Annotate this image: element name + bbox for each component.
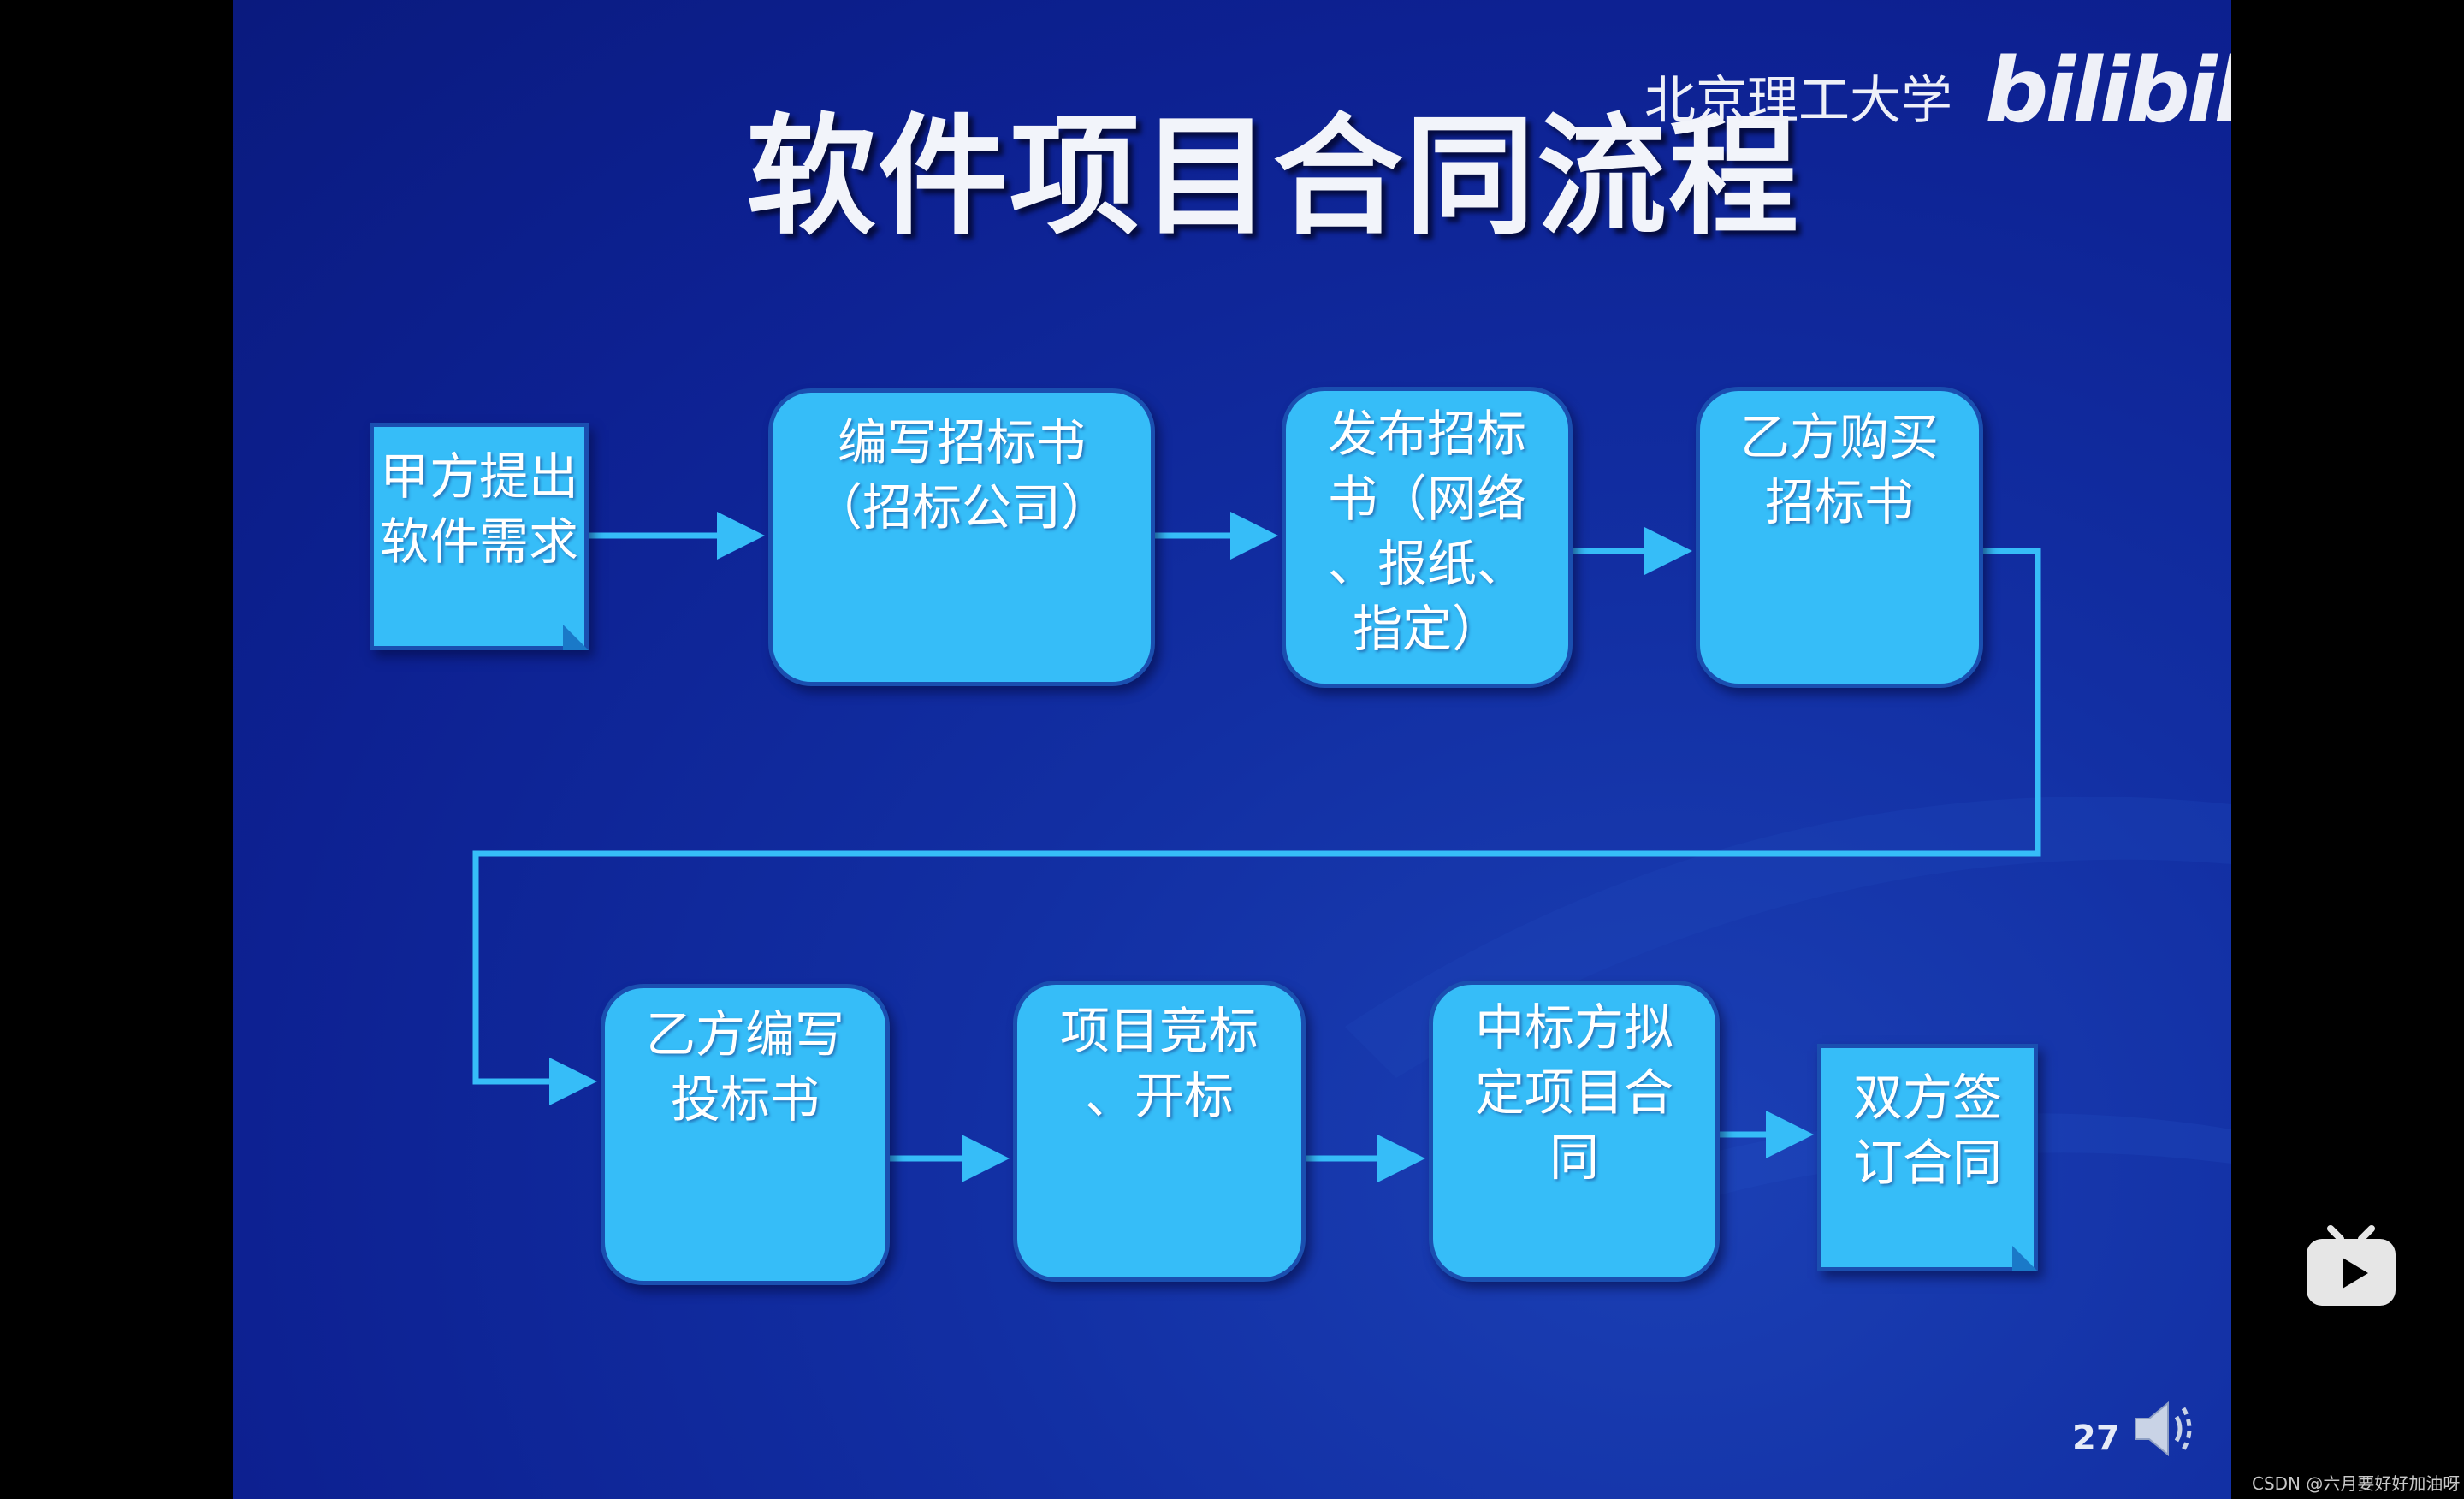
flow-arrows <box>472 512 2041 1182</box>
university-logo-text: 北京理工大学 <box>1644 71 1952 131</box>
flow-step-label: 乙方购买 招标书 <box>1739 408 1939 531</box>
tv-play-icon[interactable] <box>2303 1213 2399 1309</box>
flow-step-s2: 编写招标书 （招标公司） <box>768 388 1155 686</box>
flow-step-label: 发布招标 书（网络 、报纸、 指定） <box>1327 405 1526 658</box>
flow-step-s6: 项目竞标 、开标 <box>1013 981 1306 1282</box>
page-fold-icon <box>2012 1246 2038 1271</box>
speaker-icon[interactable] <box>2130 1395 2207 1463</box>
flow-step-s8: 双方签 订合同 <box>1817 1044 2038 1271</box>
page-number: 27 <box>2072 1419 2120 1458</box>
flow-step-s7: 中标方拟 定项目合 同 <box>1429 981 1720 1282</box>
slide: 软件项目合同流程 北京理工大学 bilibili 甲方提出 软件需求 编写招标书… <box>233 0 2231 1499</box>
flow-step-s4: 乙方购买 招标书 <box>1696 387 1983 688</box>
flow-step-label: 双方签 订合同 <box>1852 1069 2002 1192</box>
flow-step-label: 编写招标书 （招标公司） <box>812 413 1111 536</box>
flow-step-s3: 发布招标 书（网络 、报纸、 指定） <box>1282 387 1573 688</box>
flow-step-label: 中标方拟 定项目合 同 <box>1474 998 1673 1187</box>
flow-step-s1: 甲方提出 软件需求 <box>370 423 589 650</box>
bilibili-logo: bilibili <box>1985 39 2231 143</box>
flow-arrow-s4-s5 <box>472 548 2041 1105</box>
flow-step-label: 甲方提出 软件需求 <box>379 447 578 571</box>
flow-step-label: 乙方编写 投标书 <box>645 1005 844 1129</box>
csdn-watermark: CSDN @六月要好好加油呀 <box>2252 1473 2461 1494</box>
flow-step-s5: 乙方编写 投标书 <box>601 984 890 1285</box>
page-fold-icon <box>563 625 589 650</box>
flow-step-label: 项目竞标 、开标 <box>1059 1002 1259 1125</box>
